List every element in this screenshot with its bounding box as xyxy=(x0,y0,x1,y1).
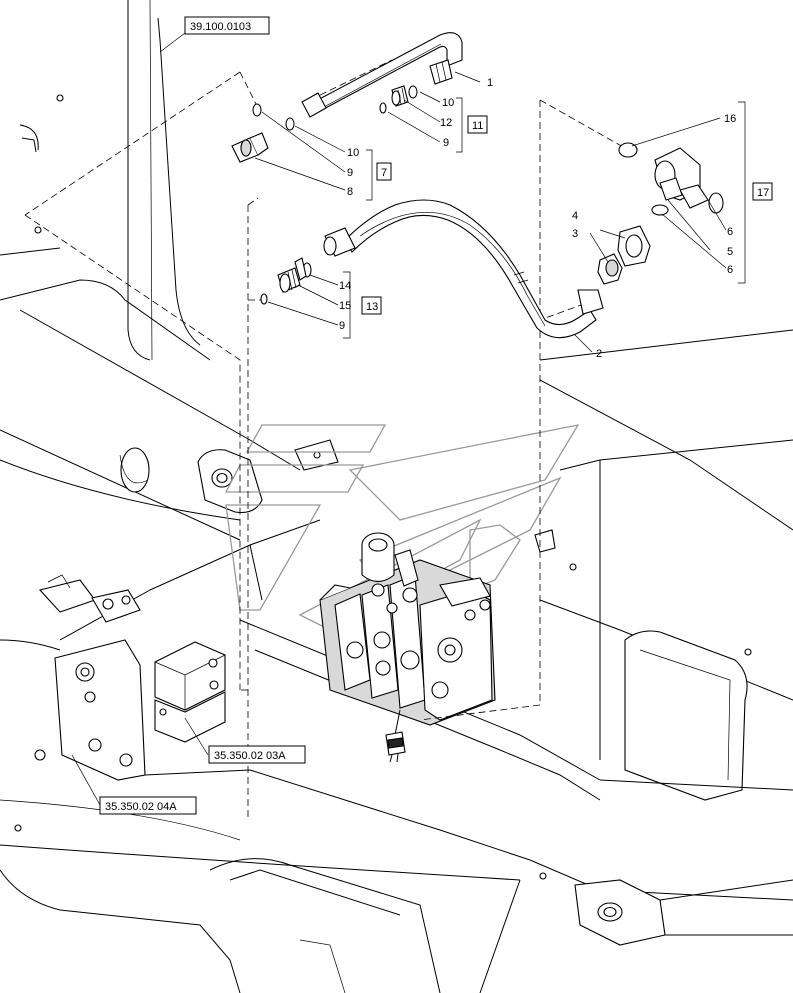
kit-17: 17 xyxy=(757,187,769,199)
callout-1: 1 xyxy=(487,77,493,89)
callout-leaders xyxy=(71,32,746,806)
callout-5: 5 xyxy=(727,246,733,258)
callout-8: 8 xyxy=(347,186,353,198)
callout-6: 6 xyxy=(727,264,733,276)
leader-lines xyxy=(24,59,626,820)
fittings-and-seals xyxy=(231,85,724,305)
callout-3: 3 xyxy=(572,228,578,240)
hose-2 xyxy=(323,199,604,339)
callout-6: 6 xyxy=(727,226,733,238)
callout-10: 10 xyxy=(347,147,359,159)
ref-35-350-02-04a[interactable]: 35.350.02 04A xyxy=(105,801,177,813)
rigid-tube-1 xyxy=(301,32,463,118)
callout-15: 15 xyxy=(339,300,351,312)
callout-14: 14 xyxy=(339,280,351,292)
kit-number-boxes: 11 7 17 13 xyxy=(361,115,773,315)
kit-13: 13 xyxy=(366,301,378,313)
control-valve-assembly xyxy=(319,529,556,763)
callout-2: 2 xyxy=(596,348,602,360)
ref-39-100-0103[interactable]: 39.100.0103 xyxy=(190,21,251,33)
kit-11: 11 xyxy=(472,120,483,132)
callout-16: 16 xyxy=(724,113,736,125)
callout-numbers: 1 10 12 9 10 9 8 16 4 3 6 5 6 14 15 9 2 xyxy=(339,77,736,360)
callout-12: 12 xyxy=(440,117,452,129)
ref-35-350-02-03a[interactable]: 35.350.02 03A xyxy=(214,750,286,762)
reference-boxes[interactable]: 39.100.0103 35.350.02 03A 35.350.02 04A xyxy=(99,16,306,815)
callout-10: 10 xyxy=(442,97,454,109)
callout-4: 4 xyxy=(572,210,578,222)
kit-7: 7 xyxy=(381,167,387,179)
callout-9: 9 xyxy=(339,320,345,332)
callout-9: 9 xyxy=(443,137,449,149)
callout-9: 9 xyxy=(347,167,353,179)
